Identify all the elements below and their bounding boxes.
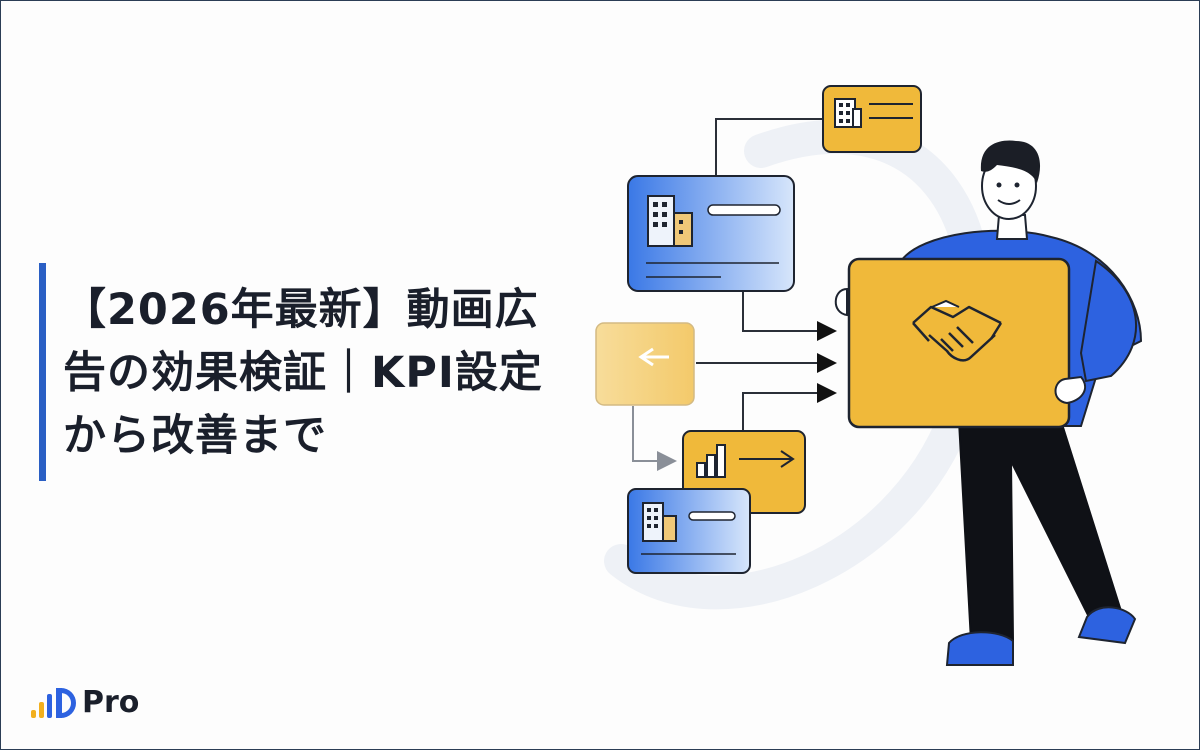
legs bbox=[957, 420, 1123, 642]
brand-logo[interactable]: Pro bbox=[31, 684, 139, 718]
logo-d-icon bbox=[56, 688, 76, 718]
person bbox=[834, 140, 1143, 666]
logo-text: Pro bbox=[82, 685, 140, 720]
article-title-line-1: 【2026年最新】動画広 bbox=[63, 285, 539, 335]
connector-middle-1 bbox=[742, 291, 837, 341]
left-hand bbox=[834, 287, 848, 317]
arrow-icon bbox=[739, 450, 795, 468]
business-flow-illustration bbox=[595, 85, 1143, 666]
hair bbox=[980, 140, 1041, 183]
right-arm bbox=[1079, 259, 1137, 383]
card-blue-large bbox=[627, 175, 795, 292]
bar-chart-icon bbox=[696, 444, 726, 478]
flow-connectors bbox=[632, 118, 837, 471]
connector-top bbox=[715, 118, 823, 176]
connector-middle-3 bbox=[742, 383, 837, 431]
card-middle-faded bbox=[595, 322, 695, 406]
logo-bars-icon bbox=[31, 684, 52, 718]
card-blue-small bbox=[627, 488, 751, 574]
left-shoe bbox=[945, 631, 1014, 666]
building-icon bbox=[647, 195, 693, 247]
handshake-icon bbox=[912, 305, 1003, 362]
right-shoe bbox=[1077, 606, 1137, 645]
card-top-yellow bbox=[822, 85, 922, 153]
connector-lower bbox=[632, 406, 677, 471]
article-title-line-3: から改善まで bbox=[63, 411, 327, 461]
building-icon bbox=[642, 502, 677, 542]
title-accent-bar bbox=[39, 263, 46, 481]
article-title-line-2: 告の効果検証｜KPI設定 bbox=[63, 348, 543, 398]
right-hand bbox=[1054, 375, 1086, 405]
article-title: 【2026年最新】動画広 告の効果検証｜KPI設定 から改善まで bbox=[63, 279, 703, 468]
